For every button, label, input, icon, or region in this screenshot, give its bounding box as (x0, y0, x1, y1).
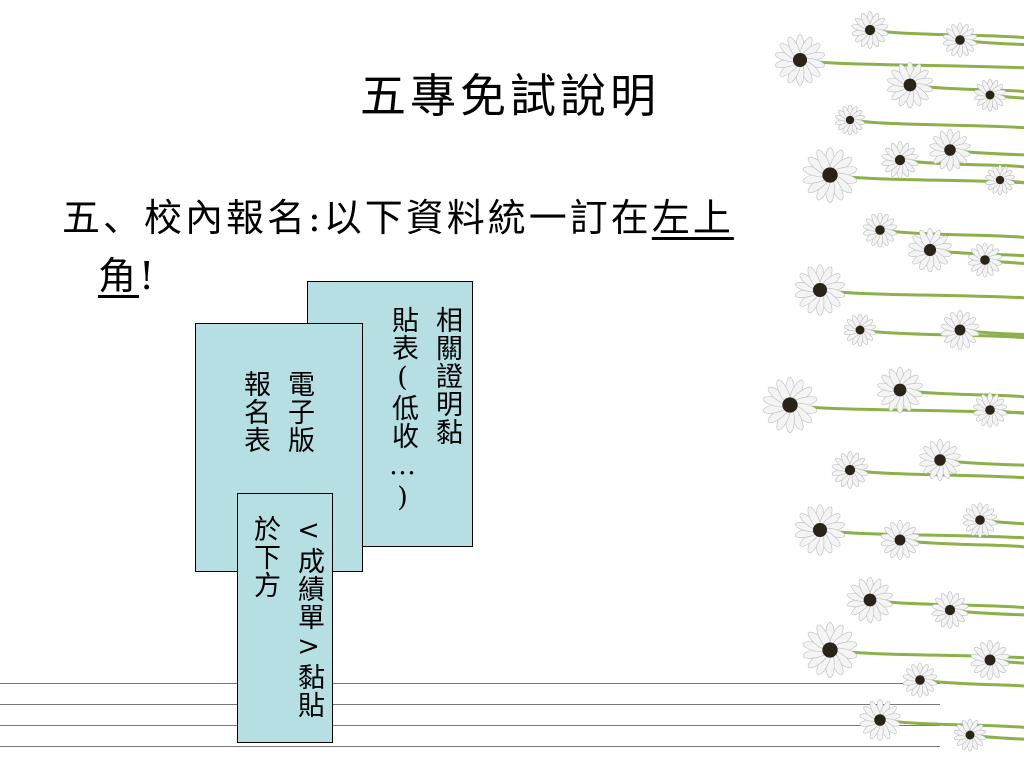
daisy-flower-icon (775, 34, 825, 86)
daisy-flower-icon (931, 591, 969, 629)
ruled-line (0, 746, 940, 747)
bullet-text: 五、校內報名:以下資料統一訂在左上 (62, 190, 734, 246)
daisy-flower-icon (802, 147, 858, 203)
daisy-flower-icon (795, 264, 845, 316)
ruled-line (0, 704, 940, 705)
daisy-flower-icon (795, 504, 845, 556)
ruled-line (0, 683, 940, 684)
certificate-sheet-label: 相關證明黏 貼表(低收…) (387, 306, 462, 514)
daisy-flower-icon (802, 622, 858, 678)
daisy-flower-icon (859, 698, 901, 742)
daisy-flowers-decoration (762, 11, 1024, 752)
daisy-flower-icon (970, 640, 1010, 680)
daisy-flower-icon (962, 502, 998, 538)
daisy-flower-icon (973, 78, 1007, 112)
bullet-text-main: 五、校內報名:以下資料統一訂在 (62, 196, 652, 240)
daisy-flower-icon (887, 61, 933, 109)
daisy-flower-icon (847, 576, 893, 624)
daisy-flower-icon (919, 439, 961, 481)
flower-stem (819, 288, 1024, 300)
daisy-flower-icon (762, 377, 818, 433)
daisy-flower-icon (862, 212, 898, 248)
bullet-text-continuation: 角! (98, 248, 157, 304)
flower-stem (879, 228, 1024, 239)
flower-stem (989, 93, 1024, 100)
registration-form-label: 電子版 報名表 (239, 370, 314, 454)
daisy-flower-icon (908, 227, 952, 273)
transcript-sheet-label: <成績單>黏貼 於下方 (249, 515, 324, 719)
daisy-flower-icon (851, 11, 889, 49)
daisy-flower-icon (843, 313, 877, 347)
flower-stem (969, 733, 1024, 741)
bullet-text-underlined: 左上 (651, 196, 734, 240)
daisy-flower-icon (877, 366, 923, 414)
flower-stem (999, 178, 1024, 185)
daisy-flower-icon (902, 662, 938, 698)
daisy-flower-icon (881, 141, 919, 179)
daisy-flower-icon (831, 451, 869, 489)
bullet-exclamation: ! (139, 254, 158, 298)
transcript-sheet (237, 493, 333, 743)
flower-stem (879, 718, 1024, 729)
flower-stem (849, 118, 1024, 130)
daisy-flower-icon (942, 22, 978, 58)
daisy-flower-icon (972, 392, 1008, 428)
daisy-flower-icon (835, 104, 865, 136)
ruled-line (0, 725, 940, 726)
slide-title: 五專免試說明 (360, 69, 660, 123)
daisy-flower-icon (940, 310, 980, 350)
bullet-text-underlined-corner: 角 (98, 254, 140, 298)
daisy-flower-icon (985, 164, 1015, 196)
daisy-flower-icon (953, 718, 987, 752)
daisy-flower-icon (880, 520, 920, 560)
daisy-flower-icon (929, 129, 971, 171)
daisy-flower-icon (967, 242, 1003, 278)
